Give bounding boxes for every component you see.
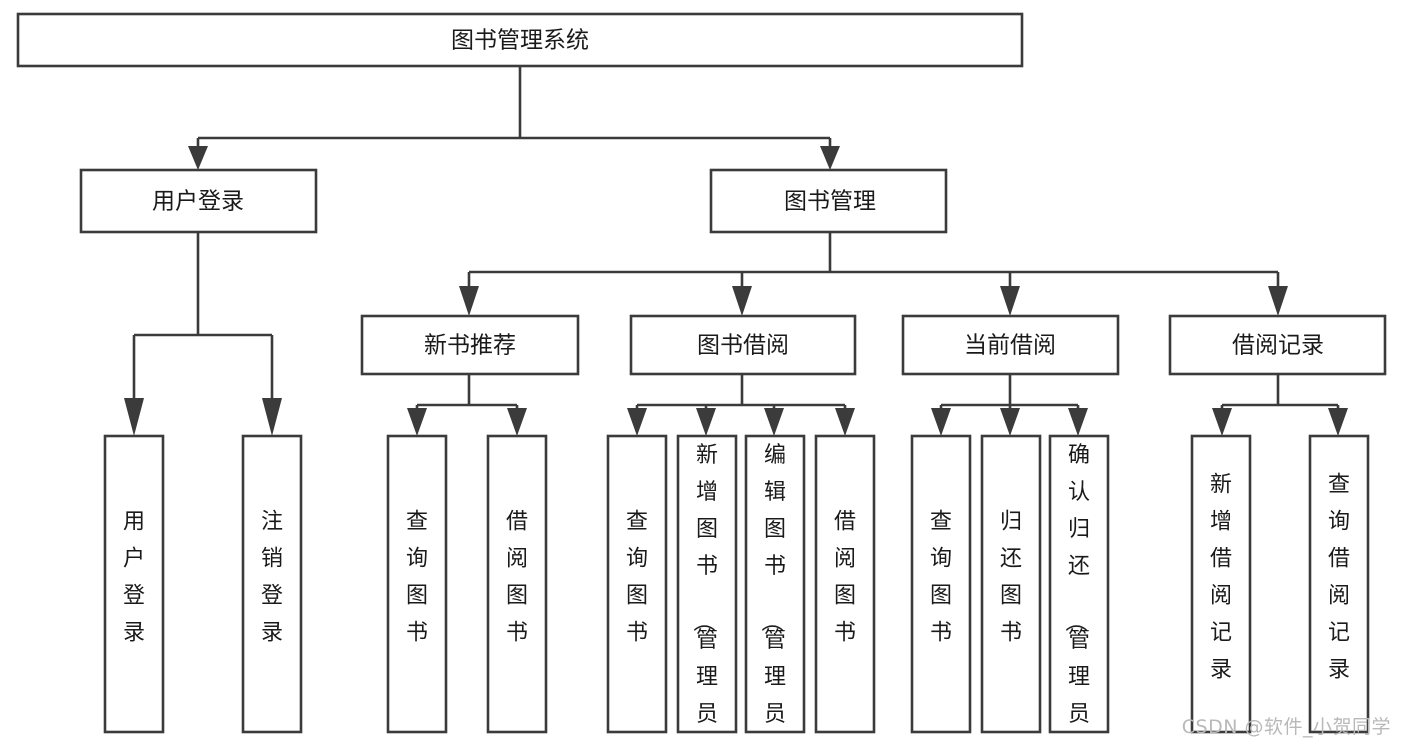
arrow-to-borrow-record bbox=[1268, 286, 1288, 316]
leaf-confirm-return-box[interactable] bbox=[1048, 434, 1110, 734]
leaf-borrow-book-box[interactable] bbox=[814, 434, 876, 734]
node-book-borrow[interactable]: 图书借阅 bbox=[629, 314, 857, 376]
leaf-query-book-rec-label: 查询图书 bbox=[406, 510, 428, 646]
leaf-add-record-box[interactable] bbox=[1190, 434, 1252, 734]
arrow-leaf-query-record bbox=[1328, 408, 1348, 436]
watermark: CSDN @软件_小贺同学 bbox=[1181, 716, 1391, 738]
node-user-login-label: 用户登录 bbox=[152, 189, 244, 215]
leaf-user-login[interactable] bbox=[103, 434, 165, 734]
node-new-book-rec-box[interactable] bbox=[360, 314, 580, 376]
arrow-leaf-add-book bbox=[696, 408, 716, 436]
arrow-to-user-login bbox=[188, 146, 208, 170]
leaf-query-record[interactable] bbox=[1308, 434, 1370, 734]
node-book-borrow-box[interactable] bbox=[629, 314, 857, 376]
arrow-to-book-borrow bbox=[732, 286, 752, 316]
arrow-leaf-logout bbox=[262, 398, 282, 436]
node-borrow-record-box[interactable] bbox=[1168, 314, 1387, 376]
leaf-logout-box[interactable] bbox=[241, 434, 303, 734]
node-root-box[interactable] bbox=[16, 12, 1024, 68]
leaf-query-book-rec-box[interactable] bbox=[386, 434, 448, 734]
leaf-edit-book-label: 编辑图书（管理员） bbox=[758, 443, 786, 747]
leaf-logout[interactable] bbox=[241, 434, 303, 734]
arrow-leaf-user-login bbox=[124, 398, 144, 436]
arrow-leaf-query-book-rec bbox=[407, 408, 427, 436]
leaf-user-login-label: 用户登录 bbox=[123, 510, 145, 646]
leaf-query-book-cur-box[interactable] bbox=[910, 434, 972, 734]
leaf-borrow-book-rec[interactable] bbox=[486, 434, 548, 734]
leaf-query-record-label: 查询借阅记录 bbox=[1328, 473, 1350, 683]
node-borrow-record[interactable]: 借阅记录 bbox=[1168, 314, 1387, 376]
node-current-borrow[interactable]: 当前借阅 bbox=[901, 314, 1120, 376]
node-current-borrow-label: 当前借阅 bbox=[964, 333, 1056, 359]
leaf-borrow-book-rec-label: 借阅图书 bbox=[506, 510, 528, 646]
leaf-borrow-book-label: 借阅图书 bbox=[834, 510, 856, 646]
node-user-login-box[interactable] bbox=[79, 168, 318, 234]
leaf-query-book-borrow[interactable] bbox=[606, 434, 668, 734]
leaf-add-record[interactable] bbox=[1190, 434, 1252, 734]
leaf-add-record-label: 新增借阅记录 bbox=[1210, 473, 1232, 683]
leaf-query-book-rec[interactable] bbox=[386, 434, 448, 734]
node-current-borrow-box[interactable] bbox=[901, 314, 1120, 376]
leaf-return-book[interactable] bbox=[980, 434, 1042, 734]
arrow-to-new-book-rec bbox=[459, 286, 479, 316]
leaf-query-book-cur[interactable] bbox=[910, 434, 972, 734]
arrow-leaf-borrow-book-rec bbox=[507, 408, 527, 436]
node-new-book-rec-label: 新书推荐 bbox=[424, 333, 516, 359]
leaf-edit-book-box[interactable] bbox=[744, 434, 806, 734]
leaf-add-book-box[interactable] bbox=[676, 434, 738, 734]
node-book-manage[interactable]: 图书管理 bbox=[709, 168, 948, 234]
leaf-text-layer: 用户登录 注销登录 查询图书 借阅图书 查询图书 新增图书（管理员） 编辑图书（管理员） 借阅… bbox=[123, 443, 1350, 747]
leaf-add-book-label: 新增图书（管理员） bbox=[690, 443, 718, 747]
node-user-login[interactable]: 用户登录 bbox=[79, 168, 318, 234]
leaf-borrow-book-rec-box[interactable] bbox=[486, 434, 548, 734]
arrow-leaf-confirm-return bbox=[1068, 408, 1088, 436]
arrow-leaf-edit-book bbox=[764, 408, 784, 436]
arrow-to-current-borrow bbox=[1000, 286, 1020, 316]
leaf-confirm-return-label: 确认归还（管理员） bbox=[1062, 443, 1090, 747]
leaf-query-book-borrow-box[interactable] bbox=[606, 434, 668, 734]
arrow-leaf-query-book-borrow bbox=[627, 408, 647, 436]
leaf-user-login-box[interactable] bbox=[103, 434, 165, 734]
node-root[interactable]: 图书管理系统 bbox=[16, 12, 1024, 68]
node-new-book-rec[interactable]: 新书推荐 bbox=[360, 314, 580, 376]
arrow-to-book-manage bbox=[820, 146, 840, 170]
leaf-return-book-label: 归还图书 bbox=[1000, 510, 1022, 646]
node-book-manage-box[interactable] bbox=[709, 168, 948, 234]
leaf-borrow-book[interactable] bbox=[814, 434, 876, 734]
arrow-leaf-add-record bbox=[1212, 408, 1232, 436]
node-book-manage-label: 图书管理 bbox=[784, 189, 876, 215]
leaf-add-book[interactable] bbox=[676, 434, 738, 734]
arrow-leaf-borrow-book bbox=[835, 408, 855, 436]
arrow-leaf-query-book-cur bbox=[931, 408, 951, 436]
leaf-logout-label: 注销登录 bbox=[261, 510, 283, 646]
node-book-borrow-label: 图书借阅 bbox=[697, 333, 789, 359]
leaf-confirm-return[interactable] bbox=[1048, 434, 1110, 734]
leaf-query-book-borrow-label: 查询图书 bbox=[626, 510, 648, 646]
node-root-label: 图书管理系统 bbox=[451, 28, 589, 54]
edge-layer bbox=[124, 66, 1348, 436]
leaf-query-record-box[interactable] bbox=[1308, 434, 1370, 734]
leaf-edit-book[interactable] bbox=[744, 434, 806, 734]
leaf-query-book-cur-label: 查询图书 bbox=[930, 510, 952, 646]
node-borrow-record-label: 借阅记录 bbox=[1232, 333, 1324, 359]
leaf-return-book-box[interactable] bbox=[980, 434, 1042, 734]
arrow-leaf-return-book bbox=[1000, 408, 1020, 436]
